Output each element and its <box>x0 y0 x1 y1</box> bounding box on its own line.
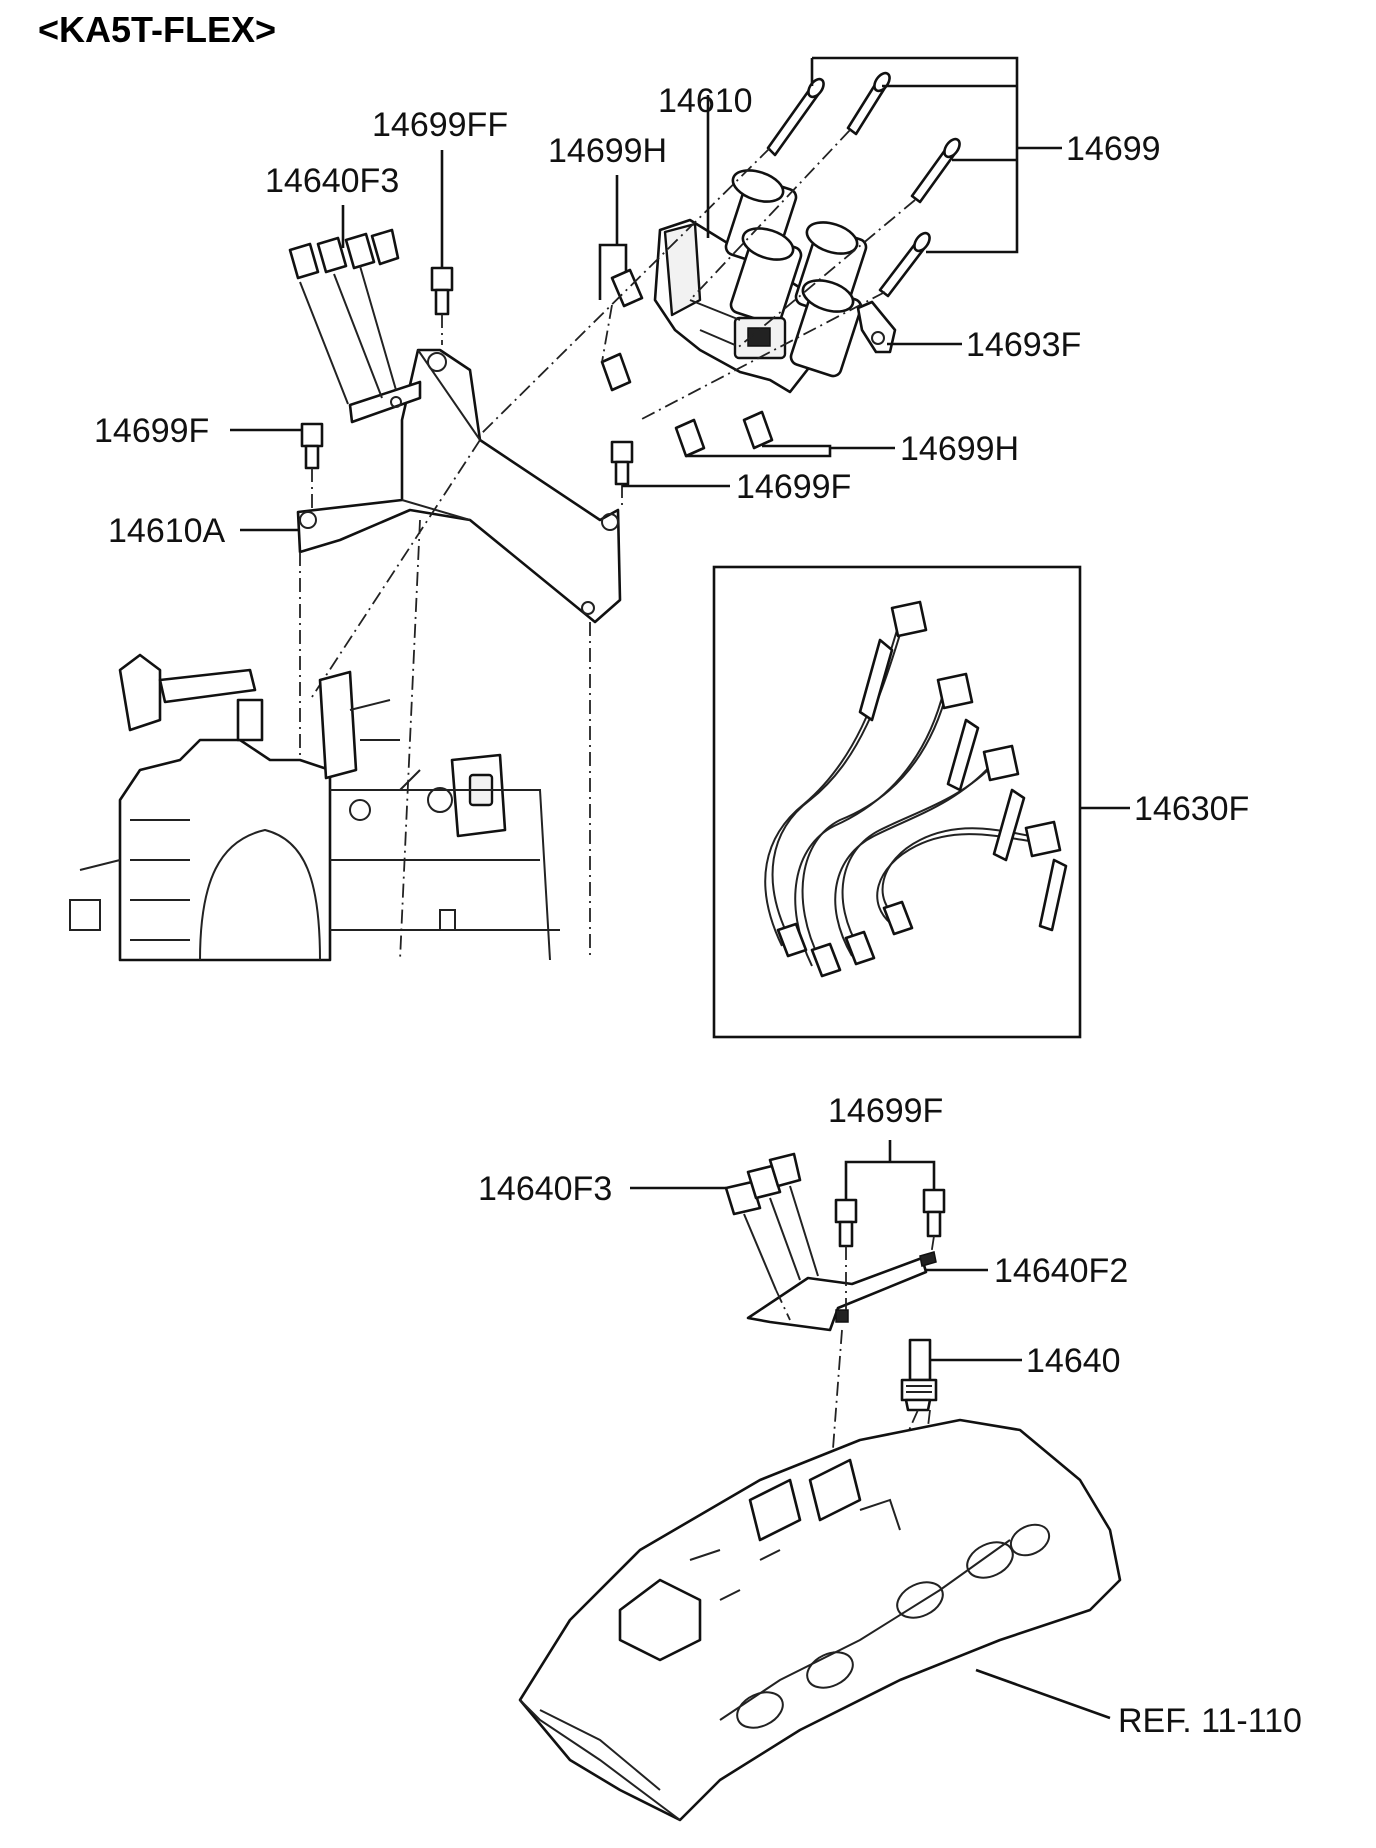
connectors-14640f3-bottom <box>724 1152 819 1291</box>
ht-leads-inset <box>712 565 1130 1039</box>
label-14610a: 14610A <box>108 512 226 550</box>
label-14640f3-bottom: 14640F3 <box>478 1170 612 1208</box>
label-14693f: 14693F <box>966 326 1081 364</box>
plate-14640f2 <box>746 1251 937 1332</box>
bushings-14699h-mid <box>674 410 774 458</box>
gasket-14693f <box>856 300 897 354</box>
bushings-14699h-top <box>600 268 644 392</box>
leaders-bottom <box>630 1140 1111 1720</box>
connectors-14640f3-top <box>288 228 400 405</box>
coil-bracket-14610a <box>296 348 622 624</box>
label-14610: 14610 <box>658 82 753 120</box>
leaders-top <box>230 56 1062 532</box>
label-14699h-top: 14699H <box>548 132 667 170</box>
label-14699ff: 14699FF <box>372 106 508 144</box>
inset-frame <box>712 565 1082 1039</box>
assembly-lines-top <box>299 129 916 961</box>
label-14640f2: 14640F2 <box>994 1252 1128 1290</box>
ignition-coil-14610 <box>653 169 868 394</box>
label-14699: 14699 <box>1066 130 1161 168</box>
diagram-title: <KA5T-FLEX> <box>38 9 276 50</box>
bolts-14699f-bottom <box>834 1188 946 1248</box>
label-14630f: 14630F <box>1134 790 1249 828</box>
engine-top-view <box>69 653 560 962</box>
label-14699f-left: 14699F <box>94 412 209 450</box>
valve-cover <box>518 1418 1122 1822</box>
coil-bolts-14699 <box>766 71 961 298</box>
bracket-bolts <box>300 266 634 486</box>
label-14699h-mid: 14699H <box>900 430 1019 468</box>
spark-plug-14640 <box>900 1338 938 1412</box>
label-14640: 14640 <box>1026 1342 1121 1380</box>
label-14640f3-top: 14640F3 <box>265 162 399 200</box>
label-ref-11-110: REF. 11-110 <box>1118 1702 1302 1740</box>
label-14699f-mid: 14699F <box>736 468 851 506</box>
label-14699f-bottom: 14699F <box>828 1092 943 1130</box>
